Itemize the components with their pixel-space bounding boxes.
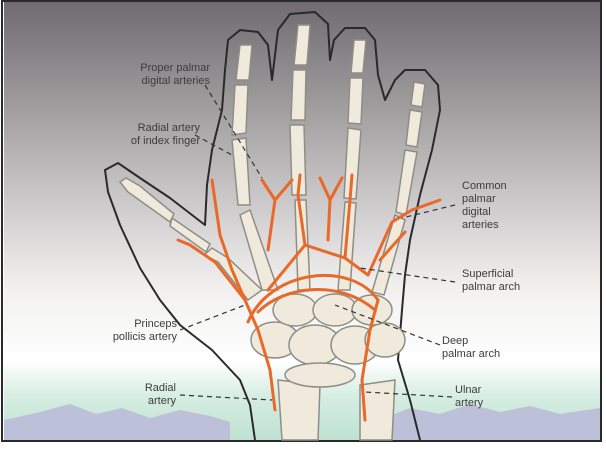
label-superficial-palmar-arch: Superficial palmar arch bbox=[462, 268, 572, 294]
phalanx bbox=[348, 78, 363, 124]
label-radial-artery-index-finger: Radial artery of index finger bbox=[70, 122, 200, 148]
label-proper-palmar-digital-arteries: Proper palmar digital arteries bbox=[70, 62, 210, 88]
label-ulnar-artery: Ulnar artery bbox=[455, 384, 535, 410]
label-deep-palmar-arch: Deep palmar arch bbox=[442, 335, 552, 361]
phalanx bbox=[411, 82, 425, 107]
label-princeps-pollicis-artery: Princeps pollicis artery bbox=[65, 318, 177, 344]
carpal-bone bbox=[285, 363, 355, 387]
label-common-palmar-digital-arteries: Common palmar digital arteries bbox=[462, 180, 562, 232]
radius-bone bbox=[278, 380, 320, 440]
phalanx bbox=[351, 40, 366, 73]
phalanx bbox=[291, 70, 306, 120]
label-radial-artery: Radial artery bbox=[110, 382, 176, 408]
phalanx bbox=[232, 85, 248, 135]
carpal-bone bbox=[313, 294, 357, 326]
